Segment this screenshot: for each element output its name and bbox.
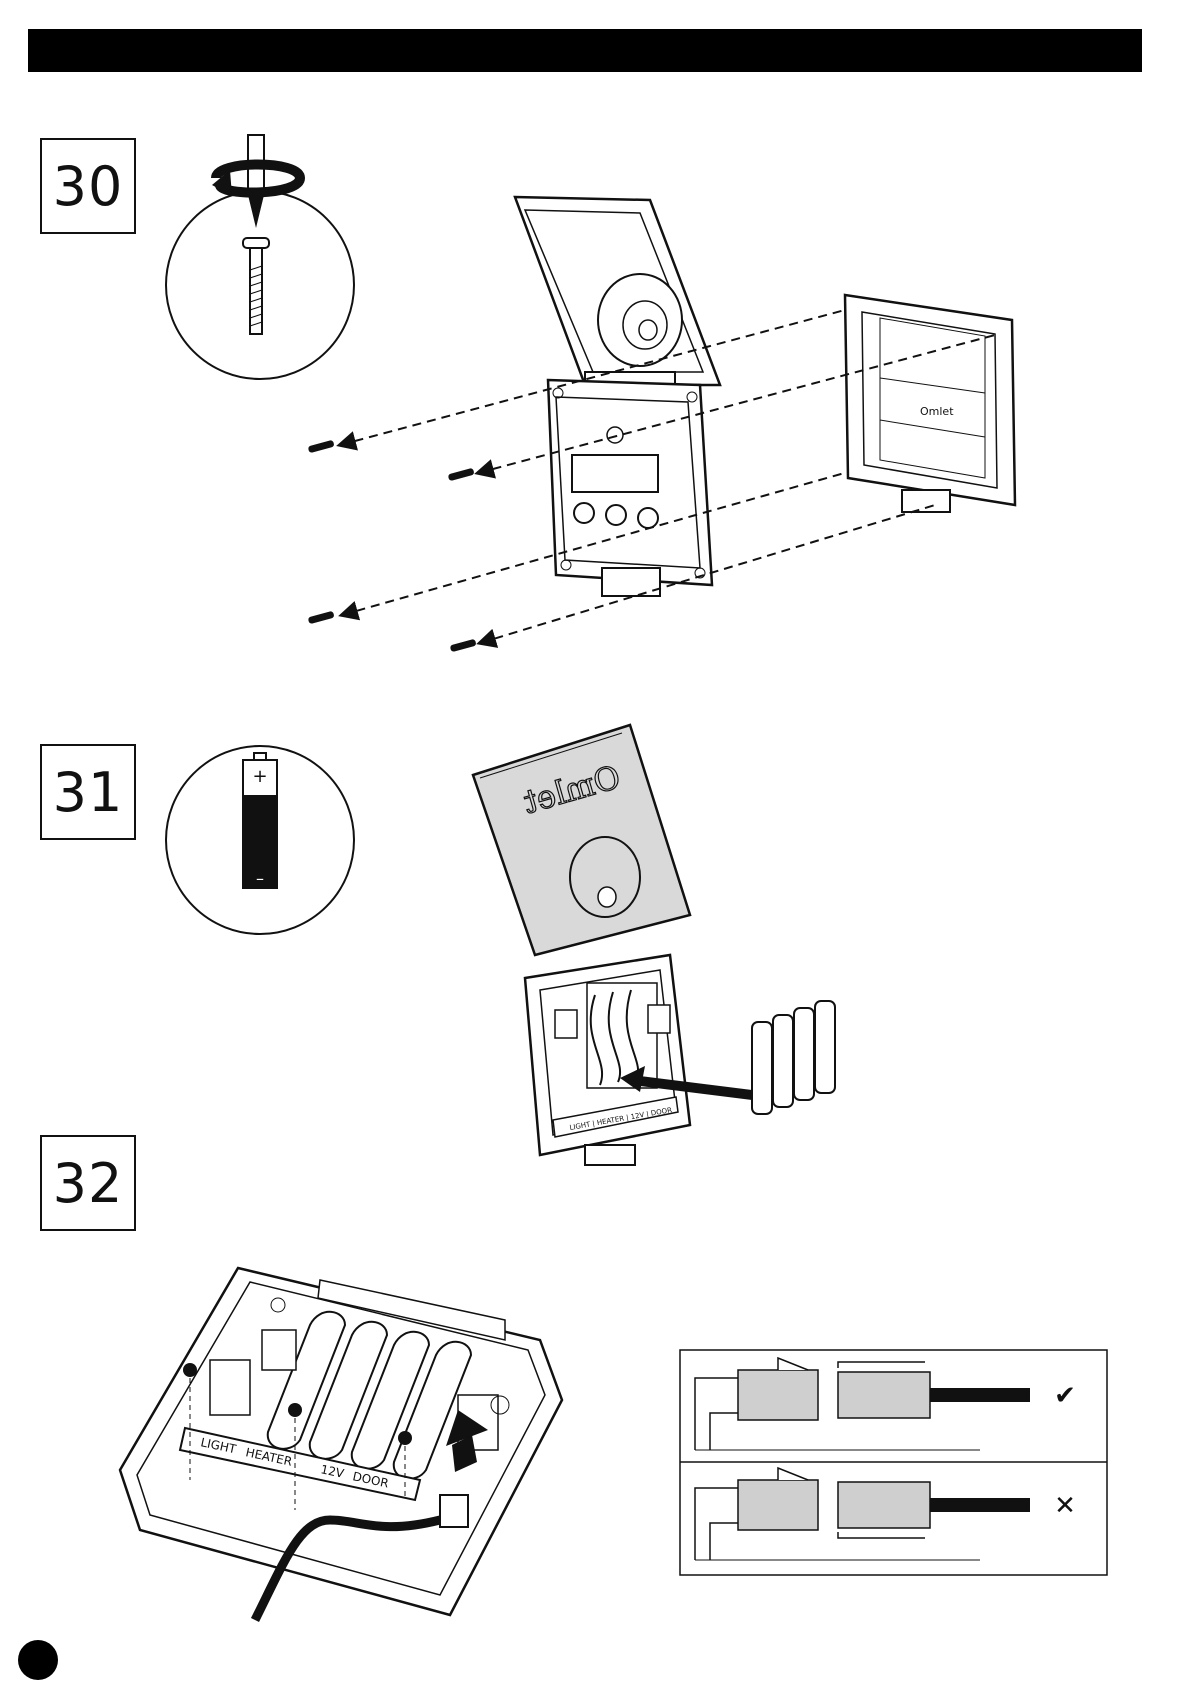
controller-front-panel — [548, 380, 712, 596]
connector-check-panel: ✔ ✕ — [680, 1350, 1107, 1575]
correct-check-icon: ✔ — [1054, 1381, 1076, 1411]
svg-text:Omlet: Omlet — [920, 405, 954, 418]
screwdriver-detail — [166, 135, 354, 379]
battery-minus-label: – — [256, 869, 264, 888]
battery-plus-label: + — [252, 766, 267, 787]
controller-lid-open — [515, 197, 720, 385]
wrong-cross-icon: ✕ — [1054, 1491, 1076, 1521]
open-controller-top-view: LIGHT HEATER 12V DOOR — [120, 1268, 562, 1620]
aa-batteries — [752, 1001, 835, 1114]
page-marker-dot — [18, 1640, 58, 1680]
lid-with-logo: Omlet — [473, 725, 690, 955]
controller-back-plate: Omlet — [845, 295, 1015, 512]
battery-detail: + – — [166, 746, 354, 934]
battery-compartment: LIGHT | HEATER | 12V | DOOR — [525, 955, 690, 1165]
screw-icon — [308, 440, 477, 652]
